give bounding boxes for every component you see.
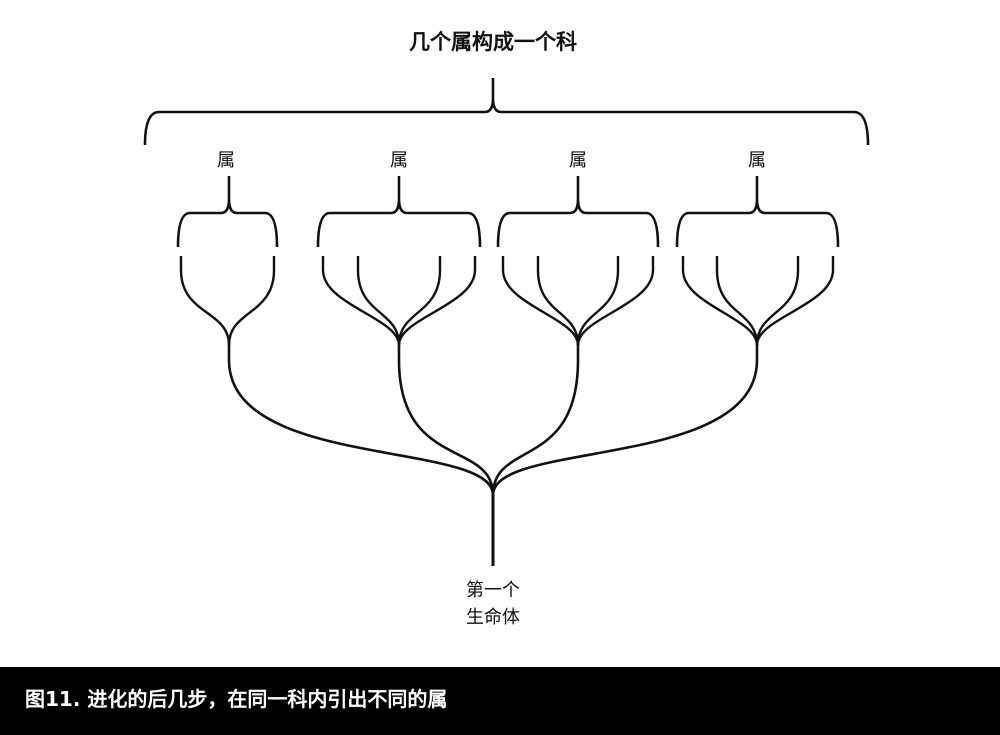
species-line-3-3 [576,256,620,346]
genus-brace-2 [316,176,482,248]
species-line-1-2 [227,256,276,346]
species-line-3-1 [501,256,580,346]
root-label-line-1: 第一个 [466,580,520,601]
species-line-4-1 [681,256,759,346]
genus-label-2: 属 [390,150,408,171]
species-line-1-1 [179,256,231,346]
genus-brace-1 [176,176,279,248]
species-line-4-3 [755,256,800,346]
species-line-3-4 [576,256,655,346]
genus-label-4: 属 [748,150,766,171]
species-line-2-3 [397,256,442,346]
diagram-title: 几个属构成一个科 [409,30,577,54]
genus-brace-3 [496,176,660,248]
caption-text: 图11. 进化的后几步，在同一科内引出不同的属 [25,687,448,711]
genus-trunk-4 [491,340,759,496]
caption-bar: 图11. 进化的后几步，在同一科内引出不同的属 [0,667,1000,735]
genus-label-3: 属 [569,150,587,171]
genus-brace-4 [675,176,840,248]
genus-trunk-2 [397,340,495,496]
species-line-2-2 [356,256,401,346]
species-line-4-2 [715,256,759,346]
genus-trunk-1 [227,340,495,496]
family-brace [143,78,870,146]
root-label-line-2: 生命体 [466,607,520,628]
species-line-2-4 [397,256,477,346]
species-line-3-2 [536,256,580,346]
tree-diagram [143,78,870,566]
genus-trunk-3 [491,340,580,496]
species-line-4-4 [755,256,835,346]
genus-label-1: 属 [217,150,235,171]
species-line-2-1 [321,256,401,346]
root-label: 第一个 生命体 [443,577,543,631]
